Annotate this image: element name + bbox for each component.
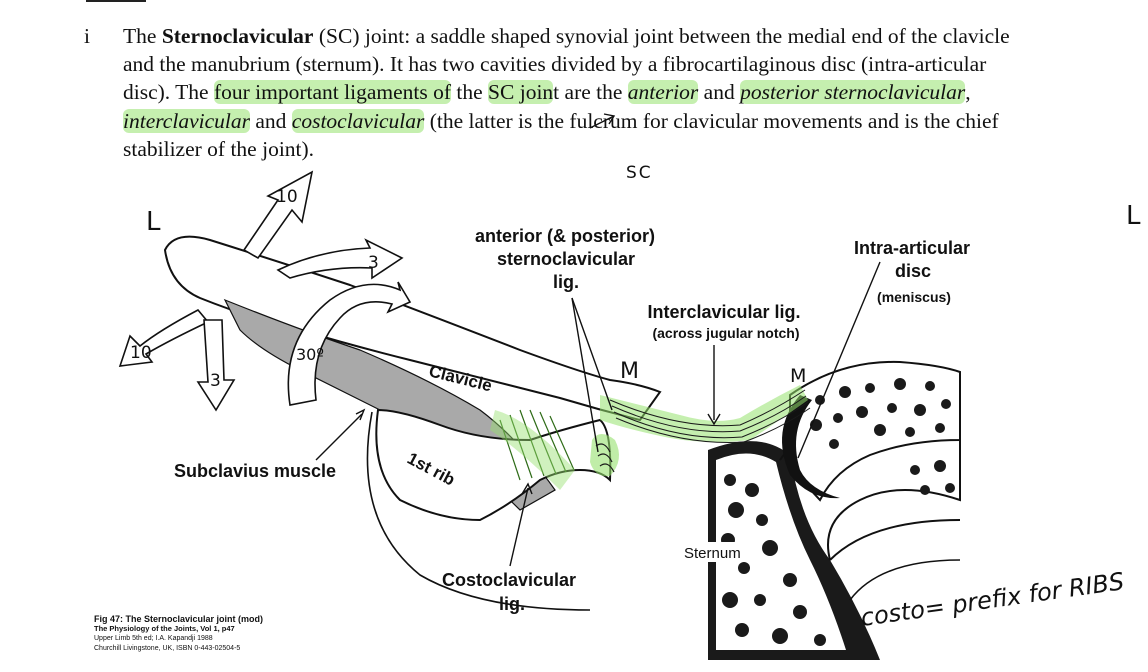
label-sternum: Sternum — [684, 545, 741, 562]
handwritten-arrow — [589, 113, 616, 129]
clavicle-medial-end — [789, 360, 961, 502]
arrow-down-back — [118, 308, 210, 367]
leader-lines — [315, 261, 881, 567]
label-costo-2: lig. — [499, 594, 525, 614]
text-run: and — [249, 108, 292, 133]
italic-term-posterior: posterior sternoclavicular — [740, 80, 966, 105]
costoclavicular-highlight — [490, 410, 575, 490]
arrow-down — [196, 319, 236, 412]
label-intra-3: (meniscus) — [877, 289, 951, 305]
caption-line-3: Upper Limb 5th ed; I.A. Kapandji 1988 — [94, 635, 213, 642]
label-interclavicular-2: (across jugular notch) — [652, 325, 799, 341]
arrow-rotation — [287, 281, 412, 406]
motion-down-back-label: 10 — [130, 343, 152, 363]
text-run: the — [451, 80, 489, 105]
italic-term-interclavicular: interclavicular — [123, 108, 250, 133]
caption-line-4: Churchill Livingstone, UK, ISBN 0-443-02… — [94, 645, 241, 652]
item-number: i — [84, 24, 90, 48]
annotation-m2: M — [790, 365, 806, 387]
motion-arrows — [118, 170, 412, 412]
interclavicular-ligament-fibers — [609, 389, 811, 443]
text-run: (SC) joint: a saddle shaped synovial joi… — [123, 24, 1010, 105]
figure-caption: Fig 47: The Sternoclavicular joint (mod)… — [94, 614, 263, 654]
annotation-L-left: L — [146, 207, 161, 237]
text-run: The — [123, 24, 162, 48]
intra-articular-disc — [782, 395, 840, 499]
label-ant-post-1: anterior (& posterior) — [475, 226, 655, 246]
text-run: , — [965, 80, 971, 105]
arrow-forward — [276, 238, 404, 280]
label-ant-post-2: sternoclavicular — [497, 249, 635, 269]
label-subclavius: Subclavius muscle — [174, 461, 336, 481]
sternum-bone — [708, 418, 961, 660]
label-interclavicular-1: Interclavicular lig. — [647, 302, 800, 322]
ligament-highlight — [600, 385, 808, 443]
highlight: SC join — [488, 80, 554, 105]
annotation-costo-note: costo= prefix for RIBS — [859, 567, 1126, 632]
highlight: four important ligaments of — [213, 80, 452, 105]
bold-term: Sternoclavicular — [161, 24, 314, 48]
anterior-ligament-blob — [590, 434, 619, 477]
paragraph-body: The Sternoclavicular (SC) joint: a saddl… — [123, 22, 1023, 163]
motion-labels: 10 3 10 3 30º — [130, 187, 379, 391]
rotation-label: 30º — [296, 345, 324, 364]
label-intra-1: Intra-articular — [854, 238, 970, 258]
motion-forward-label: 3 — [368, 253, 379, 273]
annotation-sc: SC — [626, 163, 653, 183]
sternum-label-bg — [680, 542, 752, 562]
motion-down-label: 3 — [210, 371, 221, 391]
text-run: (the latter is the fulcrum for clavicula… — [123, 108, 999, 161]
caption-line-2: The Physiology of the Joints, Vol 1, p47 — [94, 624, 235, 633]
arrow-up — [242, 170, 314, 260]
annotation-L-right: L — [1126, 201, 1141, 231]
italic-term-anterior: anterior — [627, 80, 699, 105]
rib-outline — [366, 411, 591, 611]
italic-term-costoclavicular: costoclavicular — [291, 108, 425, 133]
costoclavicular-ligament — [499, 409, 575, 481]
caption-line-1: Fig 47: The Sternoclavicular joint (mod) — [94, 614, 264, 624]
label-ant-post-3: lig. — [553, 272, 579, 292]
motion-up-label: 10 — [276, 187, 298, 207]
label-intra-2: disc — [895, 261, 931, 281]
top-rule — [86, 0, 146, 2]
label-costo-1: Costoclavicular — [442, 570, 576, 590]
text-run: t are the — [553, 80, 628, 105]
text-run: and — [698, 80, 741, 105]
annotation-m1: M — [620, 359, 639, 384]
